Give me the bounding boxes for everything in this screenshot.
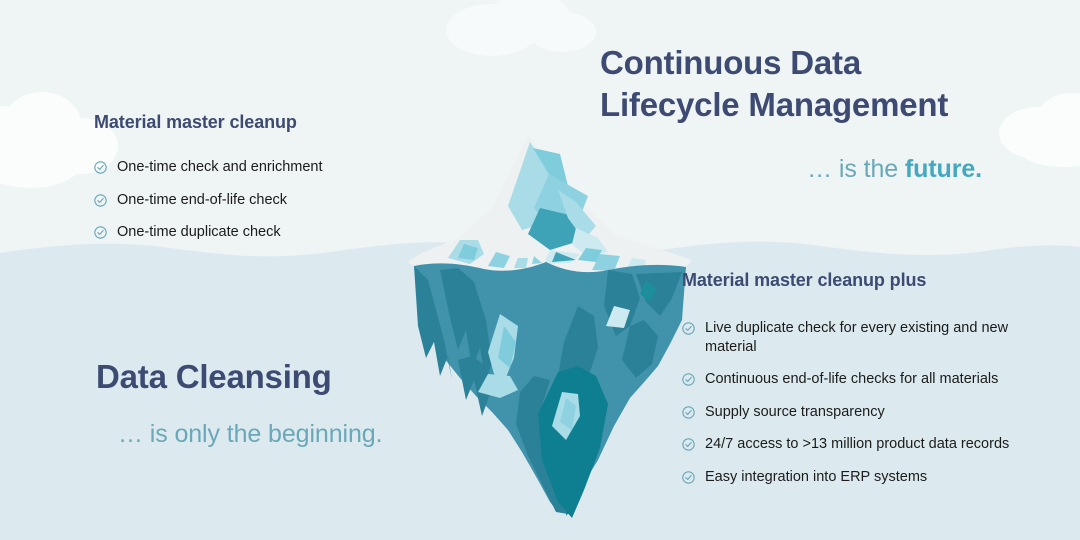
check-circle-icon: [682, 373, 695, 386]
left-panel-heading: Material master cleanup: [94, 112, 297, 132]
list-item-label: Easy integration into ERP systems: [705, 468, 928, 485]
list-item-label: 24/7 access to >13 million product data …: [705, 436, 1010, 453]
page-title: Continuous Data Lifecycle Management: [600, 42, 1020, 125]
page-title-line1: Continuous Data: [600, 44, 861, 81]
lower-hero-subtitle: … is only the beginning.: [118, 419, 383, 448]
hero-subtitle-prefix: … is the: [807, 155, 905, 183]
cloud-left: [0, 92, 118, 188]
list-item-label: One-time duplicate check: [117, 224, 281, 241]
list-item: Supply source transparency: [682, 403, 1042, 422]
iceberg-above-water: [408, 135, 692, 273]
check-circle-icon: [94, 161, 107, 174]
left-panel: Material master cleanup One-time check a…: [94, 112, 394, 256]
check-circle-icon: [94, 193, 107, 207]
list-item: Continuous end-of-life checks for all ma…: [682, 370, 1042, 389]
iceberg-below-water: [414, 262, 686, 518]
list-item-label: Continuous end-of-life checks for all ma…: [705, 371, 999, 388]
lower-hero-block: Data Cleansing … is only the beginning.: [96, 356, 456, 449]
hero-subtitle-block: … is the future.: [600, 155, 982, 184]
check-circle-icon: [682, 405, 695, 419]
right-panel-heading: Material master cleanup plus: [682, 270, 927, 290]
list-item: Live duplicate check for every existing …: [682, 319, 1042, 356]
hero-text-block: Continuous Data Lifecycle Management: [600, 42, 1020, 125]
check-circle-icon: [682, 322, 695, 335]
list-item: 24/7 access to >13 million product data …: [682, 435, 1042, 454]
lower-hero-title: Data Cleansing: [96, 358, 332, 395]
hero-subtitle-accent: future.: [904, 155, 982, 183]
left-panel-bullet-list: One-time check and enrichment One-time e…: [94, 158, 394, 242]
page-title-line2: Lifecycle Management: [600, 85, 949, 123]
cloud-top-center: [446, 0, 596, 56]
list-item-label: Supply source transparency: [705, 403, 885, 420]
right-panel-bullet-list: Live duplicate check for every existing …: [682, 319, 1042, 486]
iceberg-illustration: [408, 135, 692, 518]
right-panel: Material master cleanup plus Live duplic…: [682, 270, 1042, 500]
list-item-label: One-time check and enrichment: [117, 159, 323, 175]
cloud-right: [999, 93, 1080, 167]
list-item: One-time check and enrichment: [94, 158, 394, 177]
list-item: One-time end-of-life check: [94, 191, 394, 210]
list-item-label: Live duplicate check for every existing …: [705, 320, 1009, 355]
hero-subtitle: … is the future.: [600, 155, 982, 184]
list-item: One-time duplicate check: [94, 223, 394, 242]
list-item: Easy integration into ERP systems: [682, 468, 1042, 487]
list-item-label: One-time end-of-life check: [117, 191, 288, 208]
check-circle-icon: [682, 470, 695, 484]
check-circle-icon: [94, 226, 107, 239]
check-circle-icon: [682, 438, 695, 451]
